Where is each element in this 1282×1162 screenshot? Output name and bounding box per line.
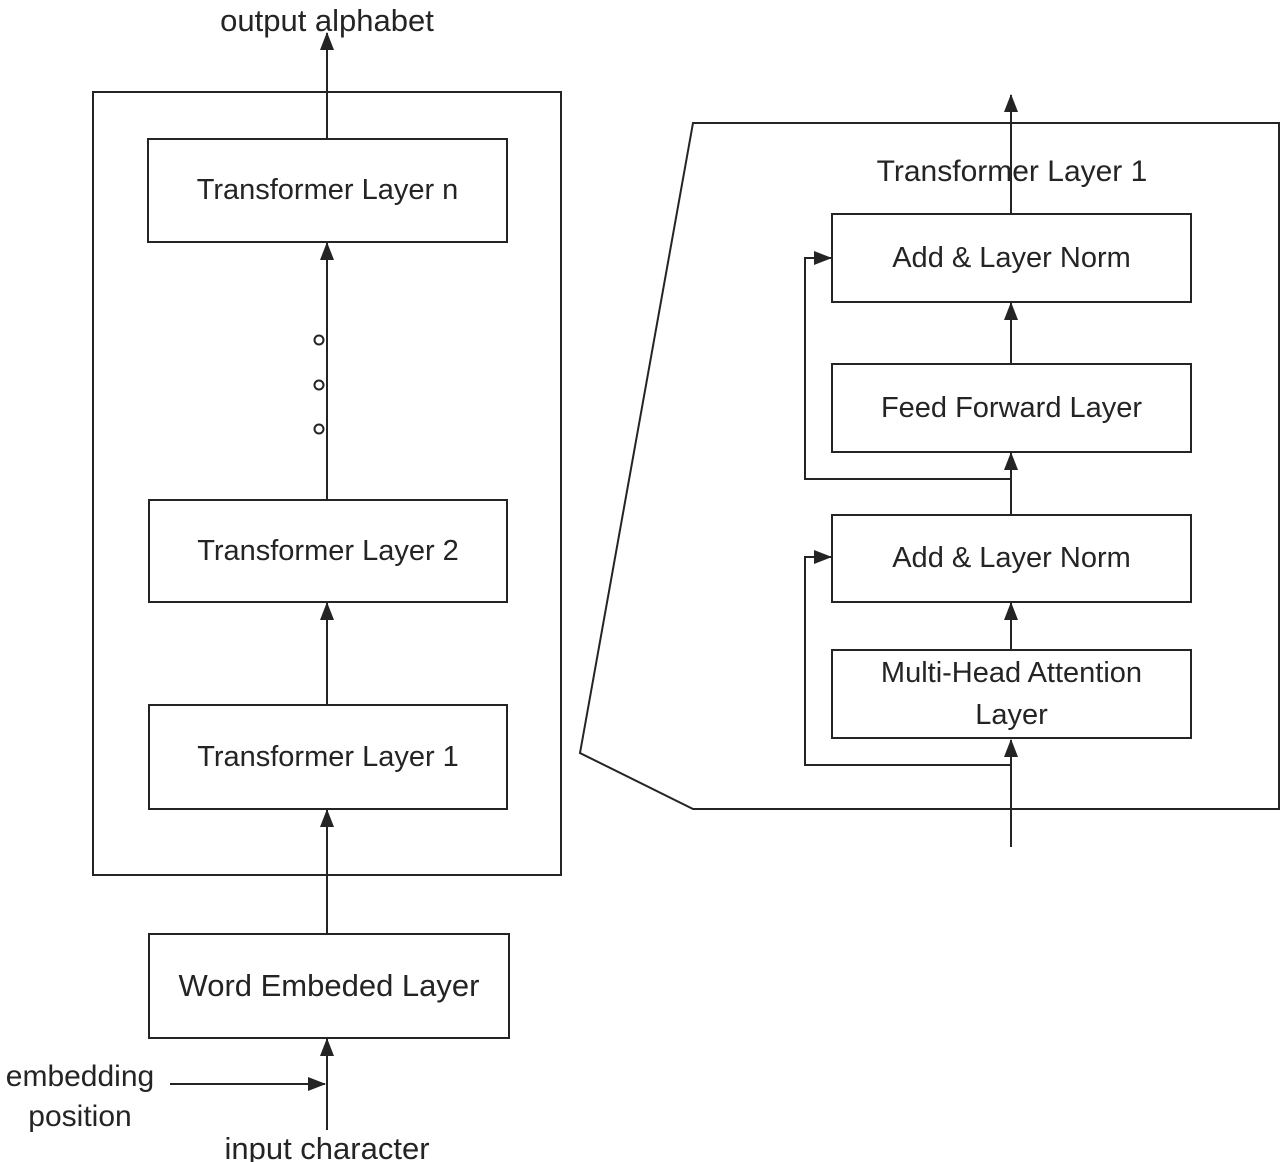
word-embeded-layer-label: Word Embeded Layer	[178, 967, 480, 1003]
dots-icon	[313, 423, 325, 435]
detail-panel-outline	[578, 122, 1280, 810]
feed-forward-layer-box: Feed Forward Layer	[831, 363, 1192, 453]
residual-connection-upper	[804, 251, 1011, 480]
feed-forward-layer-label: Feed Forward Layer	[880, 391, 1143, 424]
transformer-layer-n-box: Transformer Layer n	[147, 138, 508, 243]
transformer-layer-2-label: Transformer Layer 2	[197, 534, 459, 567]
add-layer-norm-bottom-box: Add & Layer Norm	[831, 514, 1192, 603]
residual-connection-lower	[804, 550, 1011, 766]
transformer-layer-n-label: Transformer Layer n	[196, 174, 459, 207]
dots-icon	[313, 334, 325, 346]
output-alphabet-label: output alphabet	[220, 3, 434, 38]
detail-panel-title: Transformer Layer 1	[876, 155, 1148, 188]
transformer-layer-2-box: Transformer Layer 2	[148, 499, 508, 603]
dots-icon	[313, 379, 325, 391]
transformer-layer-1-box: Transformer Layer 1	[148, 704, 508, 810]
input-character-label: input character	[224, 1131, 430, 1162]
embedding-position-label: embedding position	[5, 1060, 155, 1133]
multi-head-attention-layer-box: Multi-Head Attention Layer	[831, 649, 1192, 739]
word-embeded-layer-box: Word Embeded Layer	[148, 933, 510, 1039]
add-layer-norm-top-label: Add & Layer Norm	[892, 241, 1131, 274]
add-layer-norm-top-box: Add & Layer Norm	[831, 213, 1192, 303]
add-layer-norm-bottom-label: Add & Layer Norm	[892, 542, 1131, 575]
multi-head-attention-layer-label: Multi-Head Attention Layer	[880, 656, 1143, 731]
transformer-layer-1-label: Transformer Layer 1	[197, 740, 459, 773]
